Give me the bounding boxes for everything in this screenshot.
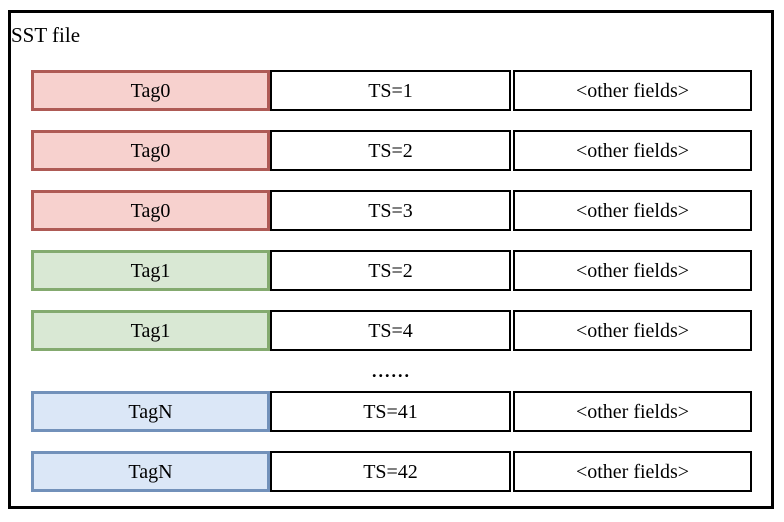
other-fields-cell: <other fields> — [513, 310, 752, 351]
record-row: Tag1 TS=4 <other fields> — [31, 310, 752, 351]
other-fields-cell: <other fields> — [513, 130, 752, 171]
ellipsis: ...... — [372, 360, 411, 381]
timestamp-cell: TS=3 — [270, 190, 511, 231]
tag-cell: TagN — [31, 451, 270, 492]
other-fields-cell: <other fields> — [513, 391, 752, 432]
sst-file-title: SST file — [11, 23, 81, 47]
tag-cell: Tag1 — [31, 310, 270, 351]
record-row: Tag1 TS=2 <other fields> — [31, 250, 752, 291]
record-row: TagN TS=41 <other fields> — [31, 391, 752, 432]
other-fields-cell: <other fields> — [513, 250, 752, 291]
timestamp-cell: TS=41 — [270, 391, 511, 432]
tag-cell: Tag0 — [31, 70, 270, 111]
sst-file-frame: SST file Tag0 TS=1 <other fields> Tag0 T… — [8, 10, 774, 509]
tag-cell: Tag1 — [31, 250, 270, 291]
record-row: TagN TS=42 <other fields> — [31, 451, 752, 492]
timestamp-cell: TS=2 — [270, 130, 511, 171]
tag-cell: Tag0 — [31, 190, 270, 231]
tag-cell: Tag0 — [31, 130, 270, 171]
record-row: Tag0 TS=3 <other fields> — [31, 190, 752, 231]
record-rows: Tag0 TS=1 <other fields> Tag0 TS=2 <othe… — [31, 70, 752, 511]
other-fields-cell: <other fields> — [513, 190, 752, 231]
timestamp-cell: TS=1 — [270, 70, 511, 111]
other-fields-cell: <other fields> — [513, 451, 752, 492]
timestamp-cell: TS=42 — [270, 451, 511, 492]
record-row: Tag0 TS=1 <other fields> — [31, 70, 752, 111]
other-fields-cell: <other fields> — [513, 70, 752, 111]
timestamp-cell: TS=2 — [270, 250, 511, 291]
tag-cell: TagN — [31, 391, 270, 432]
record-row: Tag0 TS=2 <other fields> — [31, 130, 752, 171]
timestamp-cell: TS=4 — [270, 310, 511, 351]
